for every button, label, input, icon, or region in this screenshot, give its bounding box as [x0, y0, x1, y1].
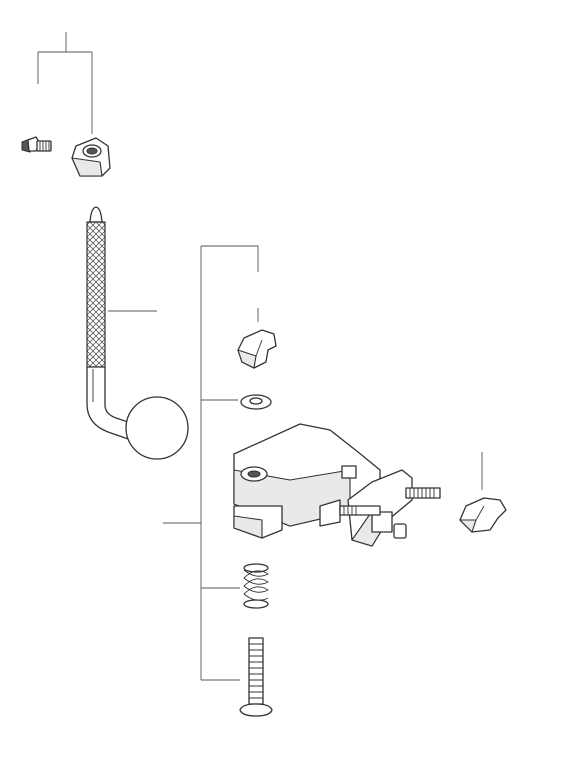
long-bolt — [239, 637, 273, 717]
l-rod-with-ball — [86, 206, 189, 460]
stop-lock-clamp — [71, 137, 111, 177]
small-screw — [21, 136, 52, 153]
coil-spring — [243, 563, 269, 609]
washer — [240, 394, 272, 410]
wing-bolt-right — [459, 497, 507, 533]
wing-nut-upper — [237, 329, 277, 369]
leader-lines — [37, 32, 483, 681]
multi-clamp-body — [233, 423, 441, 547]
